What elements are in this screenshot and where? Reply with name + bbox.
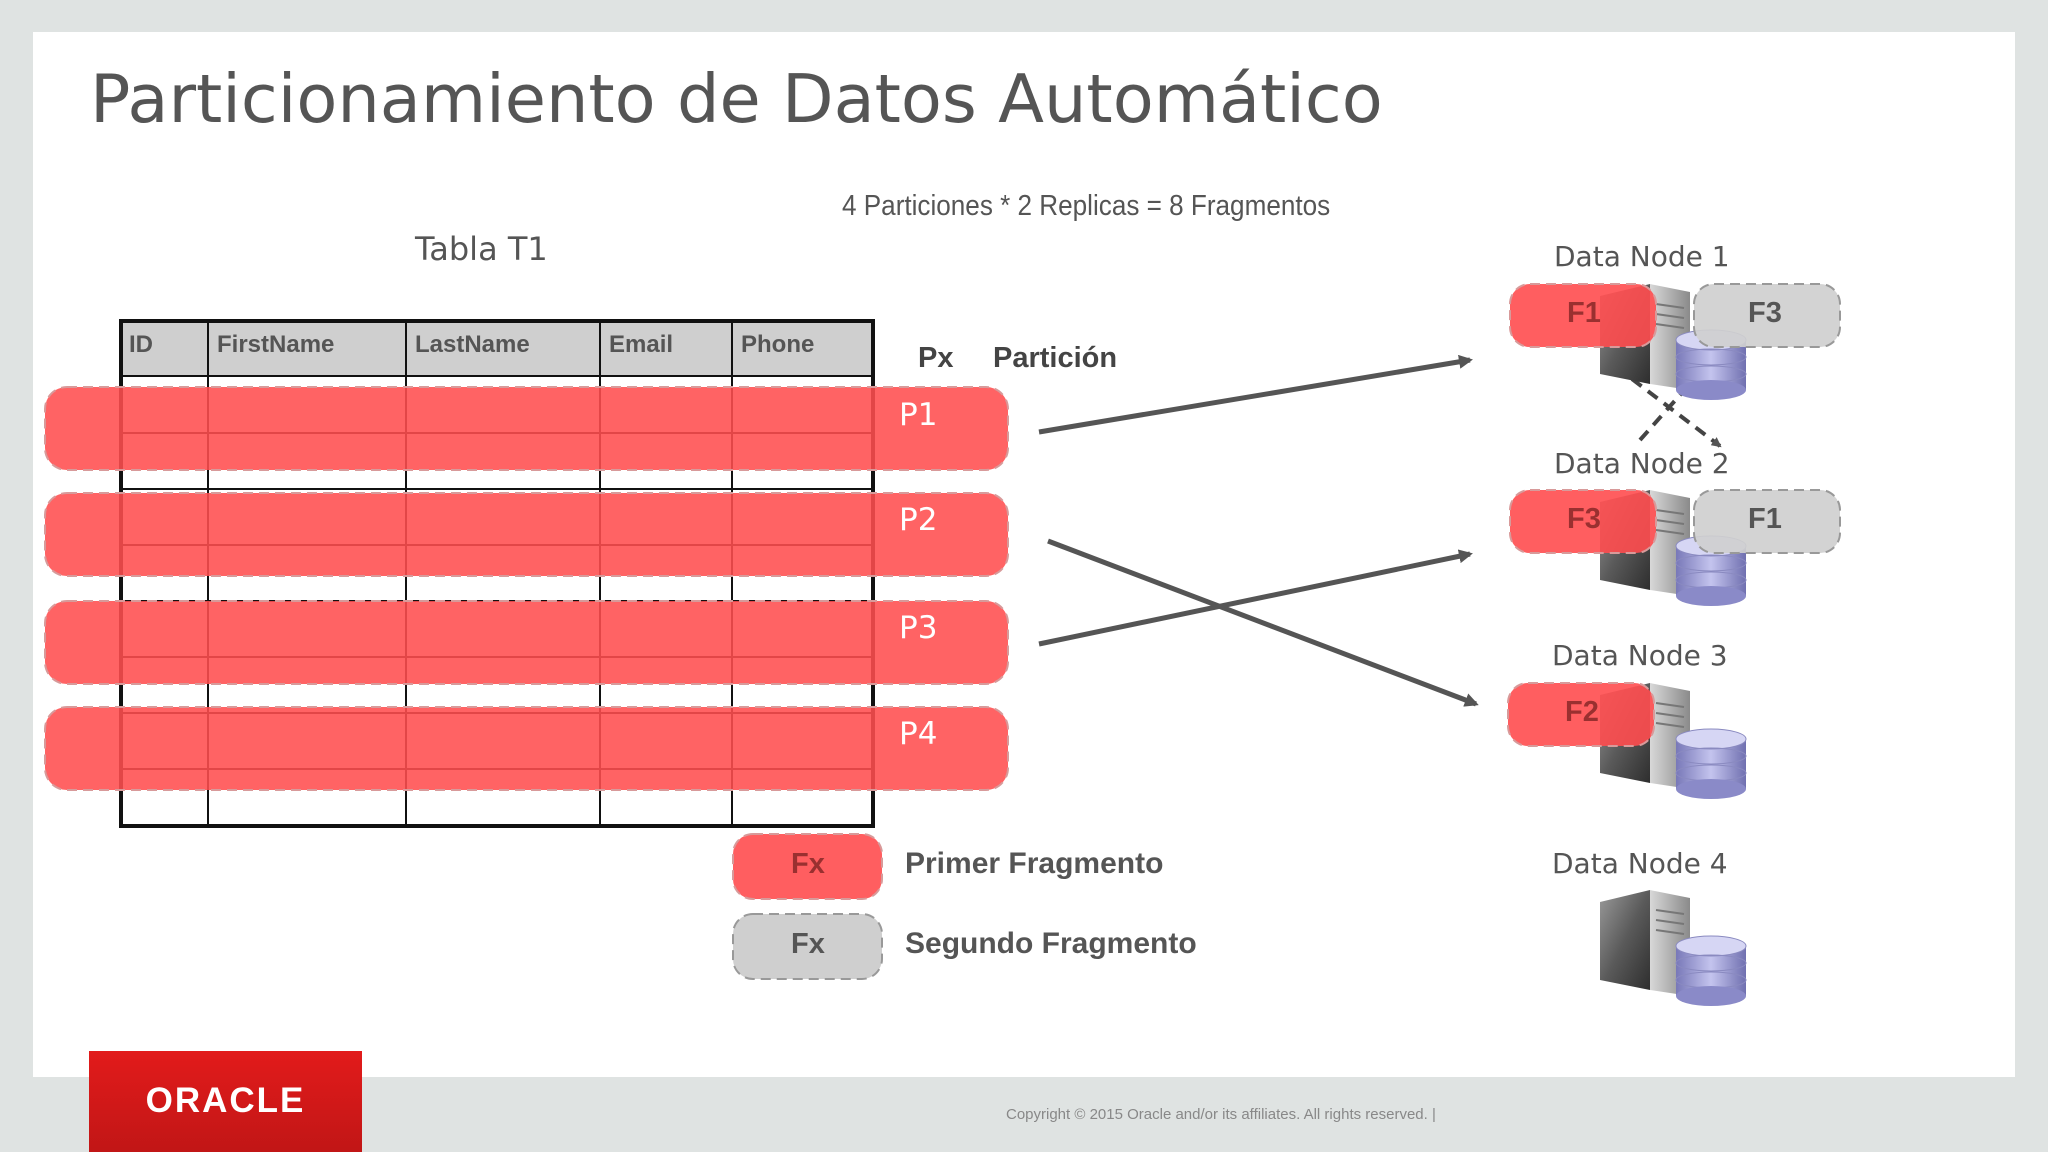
oracle-logo: ORACLE	[89, 1051, 362, 1152]
partition-band-p2	[44, 492, 1009, 577]
partition-label-p3: P3	[899, 610, 938, 646]
column-header-lastname: LastName	[415, 331, 530, 358]
oracle-logo-text: ORACLE	[145, 1081, 306, 1120]
fragment-pill-node2-secondary	[1693, 489, 1841, 554]
server-icon-node4	[1600, 890, 1747, 1006]
fragment-label-node1-secondary: F3	[1748, 297, 1782, 329]
fragment-pill-node2-primary	[1509, 489, 1657, 554]
partition-band-p4	[44, 706, 1009, 791]
partition-band-p1	[44, 386, 1009, 471]
fragment-label-node3-primary: F2	[1565, 696, 1599, 728]
fragment-pill-node1-primary	[1509, 283, 1657, 348]
table-header-bg	[121, 321, 873, 376]
data-node-4-title: Data Node 4	[1552, 847, 1728, 880]
arrow-p3-to-node2	[1038, 549, 1473, 647]
table-caption: Tabla T1	[415, 230, 548, 268]
column-header-firstname: FirstName	[217, 331, 335, 358]
fragment-pill-node1-secondary	[1693, 283, 1841, 348]
partition-band-p3	[44, 600, 1009, 685]
legend-badge-secondary	[732, 913, 883, 980]
partition-label-p4: P4	[899, 716, 938, 752]
fragment-label-node1-primary: F1	[1567, 297, 1601, 329]
fragment-pill-node3-primary	[1507, 682, 1655, 747]
data-node-3-title: Data Node 3	[1552, 639, 1728, 672]
data-node-1-title: Data Node 1	[1554, 240, 1730, 273]
column-header-email: Email	[609, 331, 674, 358]
arrow-p1-to-node1	[1038, 354, 1473, 435]
data-node-2-title: Data Node 2	[1554, 447, 1730, 480]
slide-title: Particionamiento de Datos Automático	[90, 60, 1383, 138]
copyright-text: Copyright © 2015 Oracle and/or its affil…	[1006, 1106, 1436, 1123]
legend-badge-primary	[732, 833, 883, 900]
partition-label-p2: P2	[899, 502, 938, 538]
px-column-header: Px	[918, 342, 954, 374]
formula-text: 4 Particiones * 2 Replicas = 8 Fragmento…	[842, 190, 1331, 222]
legend-badge-primary-label: Fx	[791, 848, 825, 880]
column-header-id: ID	[129, 331, 153, 358]
partition-label-p1: P1	[899, 397, 938, 433]
legend-primary-text: Primer Fragmento	[905, 847, 1164, 880]
arrow-p2-to-node3	[1047, 538, 1479, 707]
legend-secondary-text: Segundo Fragmento	[905, 927, 1197, 960]
legend-badge-secondary-label: Fx	[791, 928, 825, 960]
column-header-phone: Phone	[741, 331, 815, 358]
partition-column-header: Partición	[993, 342, 1118, 374]
fragment-label-node2-primary: F3	[1567, 503, 1601, 535]
fragment-label-node2-secondary: F1	[1748, 503, 1782, 535]
